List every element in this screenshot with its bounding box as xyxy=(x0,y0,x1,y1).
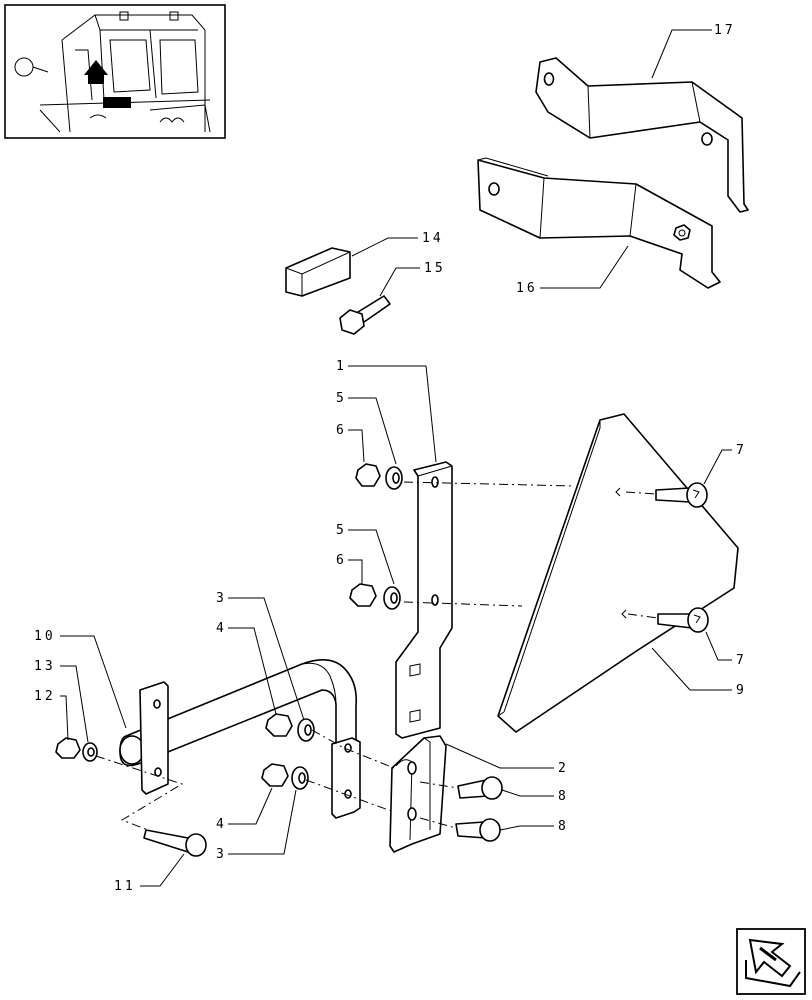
part-11-bolt xyxy=(143,829,207,857)
part-4-nut-upper xyxy=(265,713,293,737)
callout-6: 6 xyxy=(336,423,347,438)
part-5-washer-upper xyxy=(385,466,403,490)
location-thumbnail xyxy=(4,4,226,139)
callout-15: 15 xyxy=(424,261,446,276)
leader-lines xyxy=(60,29,732,887)
part-10-lower-bracket xyxy=(331,737,361,819)
callout-17: 17 xyxy=(714,23,736,38)
callout-8: 8 xyxy=(558,819,569,834)
callout-1: 1 xyxy=(336,359,347,374)
callout-2: 2 xyxy=(558,761,569,776)
part-14-block xyxy=(285,247,351,297)
part-15-bolt xyxy=(339,295,391,335)
assembly-lines xyxy=(95,481,659,831)
callout-8: 8 xyxy=(558,789,569,804)
part-9-triangle-plate xyxy=(497,413,739,733)
callout-5: 5 xyxy=(336,523,347,538)
callout-6: 6 xyxy=(336,553,347,568)
part-3-washer-lower xyxy=(291,766,309,790)
part-10-plate xyxy=(139,681,169,795)
part-1-support-bracket xyxy=(395,461,453,739)
callout-labels: 17 16 14 15 1 5 6 5 6 7 7 9 3 4 2 8 8 4 … xyxy=(34,23,747,894)
part-5-washer-lower xyxy=(383,586,401,610)
part-6-nut-upper xyxy=(355,463,381,487)
part-3-washer-upper xyxy=(297,718,315,742)
part-8-bolt-lower xyxy=(455,818,501,842)
part-6-nut-lower xyxy=(349,583,377,607)
callout-13: 13 xyxy=(34,659,56,674)
callout-9: 9 xyxy=(736,683,747,698)
callout-12: 12 xyxy=(34,689,56,704)
callout-7: 7 xyxy=(736,653,747,668)
callout-4: 4 xyxy=(216,621,227,636)
part-2-clamp xyxy=(389,735,447,853)
part-16-bracket xyxy=(477,157,721,289)
part-17-bracket xyxy=(535,57,749,213)
part-7-bolt-upper xyxy=(655,482,708,508)
callout-14: 14 xyxy=(422,231,444,246)
callout-7: 7 xyxy=(736,443,747,458)
callout-11: 11 xyxy=(114,879,136,894)
next-page-arrow-icon[interactable] xyxy=(736,928,806,995)
callout-16: 16 xyxy=(516,281,538,296)
part-4-nut-lower xyxy=(261,763,289,787)
callout-10: 10 xyxy=(34,629,56,644)
part-7-bolt-lower xyxy=(657,607,709,633)
part-13-washer xyxy=(82,742,98,762)
callout-3: 3 xyxy=(216,591,227,606)
callout-5: 5 xyxy=(336,391,347,406)
part-8-bolt-upper xyxy=(457,776,503,800)
callout-3: 3 xyxy=(216,847,227,862)
callout-4: 4 xyxy=(216,817,227,832)
part-12-nut xyxy=(55,737,81,759)
